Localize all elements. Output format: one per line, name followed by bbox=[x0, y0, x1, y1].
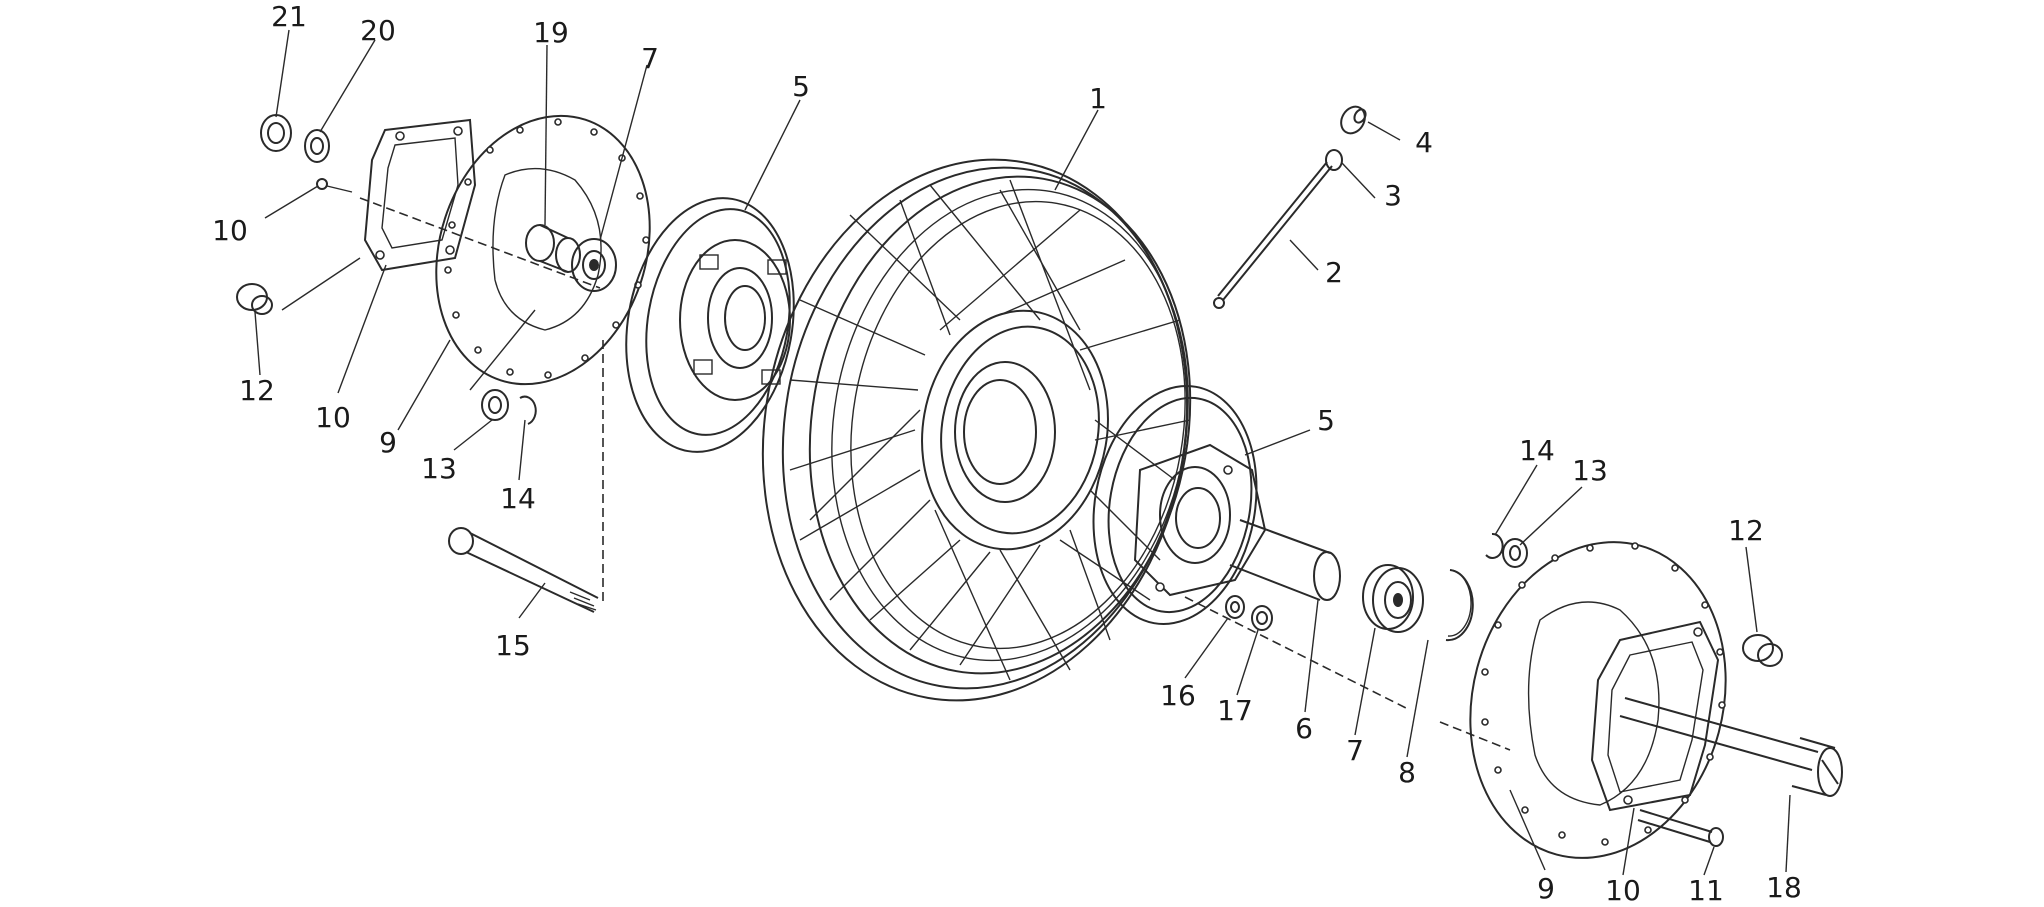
callout-10-right: 10 bbox=[1605, 874, 1641, 907]
callout-7-right: 7 bbox=[1346, 734, 1364, 767]
alignment-lines-right bbox=[1184, 596, 1511, 751]
part-11-bolt bbox=[1637, 809, 1724, 847]
part-17-nut bbox=[1251, 605, 1273, 631]
callout-21: 21 bbox=[271, 0, 307, 33]
part-3-nipple bbox=[1325, 149, 1343, 171]
part-16-washer bbox=[1225, 595, 1245, 619]
part-14-circlip-left bbox=[519, 395, 537, 425]
callout-17: 17 bbox=[1217, 694, 1253, 727]
part-12-capnut-left bbox=[236, 283, 273, 315]
part-8-circlip bbox=[1445, 569, 1474, 642]
callout-3: 3 bbox=[1384, 179, 1402, 212]
callout-20: 20 bbox=[360, 14, 396, 47]
callout-10-upper-left: 10 bbox=[212, 214, 248, 247]
part-12-capnut-right bbox=[1742, 634, 1783, 667]
part-10-bracket-left bbox=[363, 118, 477, 272]
callout-18: 18 bbox=[1766, 871, 1802, 904]
callout-14-right: 14 bbox=[1519, 434, 1555, 467]
callout-4: 4 bbox=[1415, 126, 1433, 159]
callout-15: 15 bbox=[495, 629, 531, 662]
part-13-washer-left bbox=[481, 389, 509, 421]
callout-10-lower-left: 10 bbox=[315, 401, 351, 434]
part-19-spacer bbox=[525, 224, 581, 273]
part-1-spoked-wheel bbox=[761, 158, 1192, 702]
part-4-nipple bbox=[1340, 105, 1367, 135]
part-7-bearing-left bbox=[571, 238, 617, 292]
callout-9-left: 9 bbox=[379, 426, 397, 459]
callout-16: 16 bbox=[1160, 679, 1196, 712]
part-18-axle bbox=[1619, 697, 1843, 797]
callout-19: 19 bbox=[533, 16, 569, 49]
part-14-circlip-right bbox=[1485, 532, 1504, 559]
callout-2: 2 bbox=[1325, 256, 1343, 289]
callout-5-right: 5 bbox=[1317, 404, 1335, 437]
disc-holes-right bbox=[1481, 542, 1726, 846]
part-9-brake-disc-right bbox=[1469, 541, 1727, 859]
part-20-washer bbox=[304, 129, 330, 163]
disc-holes-left bbox=[444, 118, 650, 379]
callout-8: 8 bbox=[1398, 756, 1416, 789]
callout-1: 1 bbox=[1089, 82, 1107, 115]
callout-9-right: 9 bbox=[1537, 872, 1555, 905]
part-10-bracket-right bbox=[1590, 620, 1720, 812]
callout-11: 11 bbox=[1688, 874, 1724, 907]
callout-12-left: 12 bbox=[239, 374, 275, 407]
part-7-bearing-right bbox=[1362, 564, 1424, 633]
part-2-spoke bbox=[1213, 161, 1333, 309]
callout-6: 6 bbox=[1295, 712, 1313, 745]
callout-5-left: 5 bbox=[792, 70, 810, 103]
callout-labels: 21 20 19 7 5 1 4 3 2 10 12 10 9 13 14 15… bbox=[212, 0, 1802, 907]
callout-13-left: 13 bbox=[421, 452, 457, 485]
part-9-brake-disc-left bbox=[435, 114, 651, 386]
wheel-spokes bbox=[789, 179, 1191, 681]
callout-14-left: 14 bbox=[500, 482, 536, 515]
callout-7-left: 7 bbox=[641, 42, 659, 75]
part-5-hub-flange-left bbox=[625, 197, 795, 453]
part-10-bolt-small bbox=[316, 178, 353, 193]
callout-12-right: 12 bbox=[1728, 514, 1764, 547]
leader-lines bbox=[254, 29, 1791, 876]
part-5-hub-flange-right bbox=[1092, 385, 1267, 625]
part-15-axle-bolt bbox=[448, 527, 599, 613]
callout-13-right: 13 bbox=[1572, 454, 1608, 487]
alignment-lines-left bbox=[281, 197, 604, 605]
part-13-washer-right bbox=[1502, 538, 1528, 568]
part-21-nut bbox=[260, 114, 292, 152]
part-6-spacer-tube bbox=[1229, 519, 1341, 601]
